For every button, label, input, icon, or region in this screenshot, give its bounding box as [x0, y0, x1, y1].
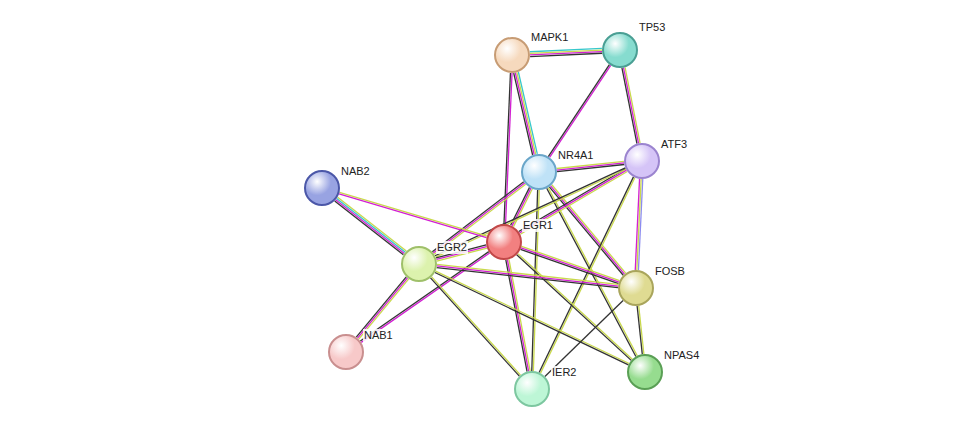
evidence-line: [517, 255, 632, 361]
interaction-edge: [532, 190, 539, 371]
evidence-line: [517, 72, 536, 154]
protein-node: [521, 154, 557, 190]
evidence-line: [623, 68, 638, 144]
node-label: TP53: [638, 21, 666, 34]
protein-node: [618, 270, 654, 306]
interaction-edge: [530, 48, 602, 56]
evidence-line: [504, 73, 510, 224]
protein-node: [514, 371, 550, 407]
evidence-line: [506, 73, 512, 224]
node-label: ATF3: [660, 138, 688, 151]
node-label: NPAS4: [663, 349, 700, 362]
protein-node: [494, 37, 530, 73]
evidence-line: [548, 65, 609, 157]
interaction-edge: [548, 65, 610, 158]
evidence-line: [339, 194, 486, 238]
protein-node: [304, 170, 340, 206]
evidence-line: [518, 254, 633, 360]
interaction-edge: [514, 72, 538, 155]
interaction-edge: [504, 73, 512, 224]
interaction-edge: [335, 197, 407, 255]
evidence-line: [437, 264, 618, 284]
evidence-line: [437, 266, 618, 286]
node-label: NAB2: [340, 165, 371, 178]
evidence-line: [550, 65, 611, 157]
evidence-line: [435, 272, 629, 364]
evidence-line: [557, 165, 624, 172]
protein-node: [328, 334, 364, 370]
evidence-line: [532, 190, 538, 371]
evidence-line: [430, 278, 519, 376]
interaction-edge: [637, 306, 644, 354]
protein-node: [624, 143, 660, 179]
evidence-line: [337, 198, 406, 252]
protein-node: [602, 32, 638, 68]
evidence-line: [339, 192, 486, 236]
interaction-edge: [622, 67, 640, 143]
protein-node: [627, 354, 663, 390]
node-label: MAPK1: [530, 31, 569, 44]
node-label: EGR2: [436, 241, 468, 254]
node-label: IER2: [551, 366, 577, 379]
evidence-line: [557, 163, 624, 170]
evidence-line: [336, 200, 405, 254]
node-label: EGR1: [522, 219, 554, 232]
node-label: FOSB: [654, 265, 686, 278]
evidence-line: [335, 201, 404, 255]
interaction-edge: [517, 254, 633, 361]
evidence-line: [625, 67, 640, 143]
evidence-line: [436, 271, 630, 363]
interaction-edge: [435, 271, 629, 365]
evidence-line: [518, 72, 537, 154]
evidence-line: [637, 306, 642, 354]
node-label: NR4A1: [557, 149, 594, 162]
evidence-line: [515, 73, 534, 155]
evidence-line: [338, 197, 407, 251]
interaction-edge: [339, 192, 487, 237]
node-label: NAB1: [363, 329, 394, 342]
evidence-line: [557, 161, 624, 168]
evidence-line: [514, 73, 533, 155]
interaction-edge: [557, 161, 625, 171]
evidence-line: [622, 68, 637, 144]
protein-node: [401, 246, 437, 282]
protein-node: [486, 224, 522, 260]
evidence-line: [635, 179, 639, 270]
evidence-line: [530, 53, 602, 56]
interaction-edge: [635, 179, 642, 270]
